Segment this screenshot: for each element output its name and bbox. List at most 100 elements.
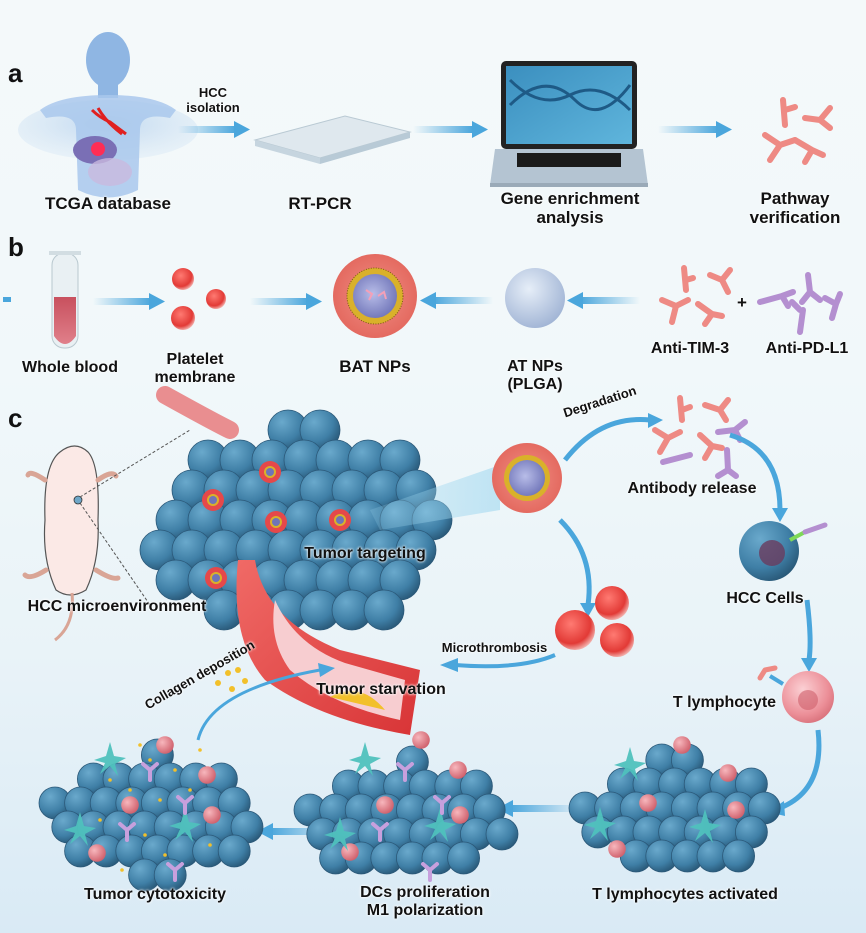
anti-tim3-antibodies-icon	[659, 265, 733, 327]
arrow-stub	[3, 297, 11, 302]
tumor-site-marker	[73, 495, 83, 505]
human-body-illustration	[18, 32, 198, 198]
collagen-dot	[143, 833, 147, 837]
collagen-dot	[173, 768, 177, 772]
tumor-cell	[485, 817, 519, 851]
arrow-hcc-isolation	[178, 121, 250, 138]
t-cell	[376, 796, 394, 814]
tumor-cluster-cytotoxicity	[38, 736, 264, 892]
arrow-to-bat-nps	[250, 293, 322, 310]
arrow-activated-to-dcs	[497, 800, 580, 817]
t-cell	[341, 843, 359, 861]
collagen-dot	[128, 788, 132, 792]
t-cell	[156, 736, 174, 754]
label-rt-pcr: RT-PCR	[288, 194, 352, 213]
dendritic-cell	[324, 817, 356, 851]
label-bat-nps: BAT NPs	[339, 357, 411, 376]
arrow-from-at-nps	[420, 292, 493, 309]
tumor-cell	[447, 841, 481, 875]
dendritic-cell	[424, 808, 456, 842]
t-cell	[412, 731, 430, 749]
collagen-dot	[163, 853, 167, 857]
t-cell	[727, 801, 745, 819]
dendritic-cell	[614, 747, 646, 781]
collagen-dot	[158, 798, 162, 802]
label-anti-tim3: Anti-TIM-3	[650, 340, 730, 357]
collagen-dots	[215, 667, 248, 692]
tumor-cluster-dcs	[293, 731, 519, 882]
label-microthrombosis: Microthrombosis	[441, 640, 548, 655]
label-platelet-line1: Platelet	[166, 351, 224, 368]
released-antibodies-icon	[652, 395, 748, 479]
t-cell	[639, 794, 657, 812]
anti-pdl1-antibodies-icon	[757, 272, 843, 335]
dendritic-cell	[584, 807, 616, 841]
label-t-lymphocyte: T lymphocyte	[672, 694, 777, 711]
antibody	[421, 862, 439, 882]
collagen-dot	[148, 758, 152, 762]
panel-label-a: a	[8, 58, 23, 88]
t-cell	[673, 736, 691, 754]
t-cell	[88, 844, 106, 862]
antibody	[141, 762, 159, 782]
label-tcga-database: TCGA database	[45, 194, 171, 213]
panel-label-b: b	[8, 232, 24, 262]
label-platelet-line2: membrane	[154, 368, 236, 386]
dendritic-cell	[94, 742, 126, 776]
label-at-nps: AT NPs (PLGA)	[495, 358, 575, 394]
label-hcc-isolation: HCC isolation	[178, 85, 248, 115]
label-dcs-line2: M1 polarization	[366, 901, 484, 919]
arrow-microthrombosis	[440, 653, 556, 672]
tumor-cell	[722, 839, 755, 873]
tumor-cluster-activated	[568, 736, 781, 873]
label-antibody-release: Antibody release	[627, 480, 757, 497]
label-dcs-line1: DCs proliferation	[360, 884, 490, 901]
collagen-dot	[208, 843, 212, 847]
antibody	[118, 822, 136, 842]
t-lymphocyte-icon	[757, 665, 834, 723]
plus-sign: +	[737, 293, 747, 312]
arrow-collagen-deposition	[196, 663, 335, 741]
label-dcs-m1: DCs proliferation M1 polarization	[340, 884, 510, 920]
platelet-cluster-icon	[171, 268, 226, 330]
antibody	[433, 795, 451, 815]
label-hcc-microenvironment: HCC microenvironment	[27, 598, 207, 615]
label-hcc-isolation-line2: isolation	[186, 99, 240, 115]
label-anti-pdl1: Anti-PD-L1	[765, 340, 849, 357]
label-tumor-starvation: Tumor starvation	[316, 681, 446, 698]
tumor-cell	[217, 834, 251, 868]
label-tumor-targeting: Tumor targeting	[304, 545, 426, 562]
label-hcc-isolation-line1: HCC	[198, 85, 228, 100]
t-cell	[719, 764, 737, 782]
antibodies-pathway-icon	[762, 97, 833, 165]
arrow-to-gene-analysis	[413, 121, 488, 138]
dendritic-cell	[64, 812, 96, 846]
antibody	[166, 862, 184, 882]
antibody	[371, 822, 389, 842]
dendritic-cell	[689, 809, 721, 843]
arrow-dcs-to-cytotoxicity	[257, 823, 338, 840]
label-gene-enrichment-line1: Gene enrichment	[500, 189, 640, 208]
arrow-to-t-lymphocyte	[801, 599, 817, 672]
collagen-dot	[138, 743, 142, 747]
t-cell	[451, 806, 469, 824]
bat-nanoparticle-zoom	[492, 443, 562, 513]
arrow-to-platelet-aggregation	[558, 518, 596, 617]
dendritic-cell	[349, 742, 381, 776]
plga-sphere-icon	[505, 268, 565, 328]
arrow-degradation	[563, 413, 663, 462]
label-pathway-line1: Pathway	[760, 189, 830, 208]
bat-nanoparticle-icon	[333, 254, 417, 338]
label-pathway-verification: Pathway verification	[740, 189, 850, 227]
collagen-dot	[98, 818, 102, 822]
label-whole-blood: Whole blood	[22, 359, 118, 376]
collagen-dot	[108, 778, 112, 782]
arrow-to-platelets	[93, 293, 165, 310]
label-at-nps-line2: (PLGA)	[507, 375, 563, 393]
panel-label-c: c	[8, 403, 23, 433]
platelet-aggregate-icon	[555, 586, 634, 657]
label-hcc-cells: HCC Cells	[726, 590, 804, 607]
hcc-cell-icon	[739, 521, 828, 581]
